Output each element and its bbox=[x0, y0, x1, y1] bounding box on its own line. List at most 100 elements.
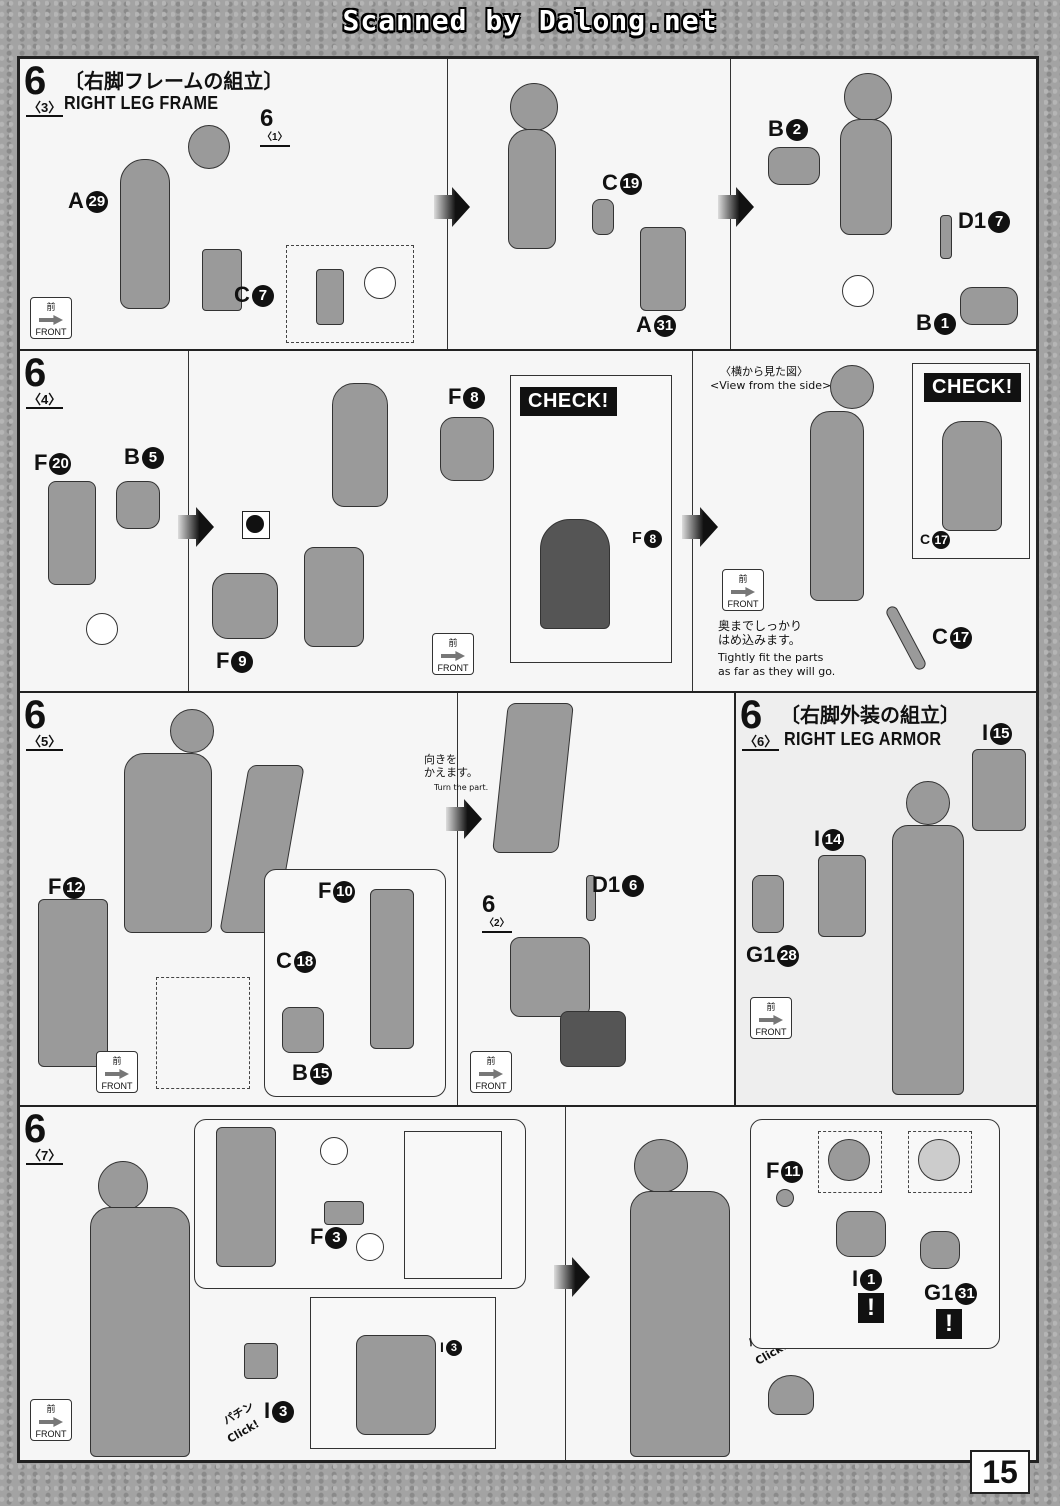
color-indicator bbox=[242, 511, 270, 539]
view-label-jp: 〈横から見た図〉 bbox=[720, 365, 808, 378]
note-jp: 奥までしっかり はめ込みます。 bbox=[718, 619, 803, 647]
divider bbox=[457, 693, 458, 1105]
part-b15 bbox=[282, 1007, 324, 1053]
leg-armor-assembled bbox=[892, 825, 964, 1095]
part-g1-31 bbox=[920, 1231, 960, 1269]
next-arrow-icon bbox=[446, 799, 482, 839]
step-number: 6 bbox=[24, 1107, 47, 1151]
step-sub-number: 〈7〉 bbox=[26, 1148, 64, 1165]
prohibited-icon bbox=[320, 1137, 348, 1165]
part-i3 bbox=[244, 1343, 278, 1379]
foot-sole-part bbox=[560, 1011, 626, 1067]
head-joint-part bbox=[906, 781, 950, 825]
check-label: CHECK! bbox=[924, 373, 1021, 402]
head-joint-part bbox=[830, 365, 874, 409]
view-label-en: <View from the side> bbox=[710, 379, 832, 392]
part-i15 bbox=[972, 749, 1026, 831]
check-detail-part bbox=[540, 519, 610, 629]
leg-frame-part bbox=[332, 383, 388, 507]
step-title-jp: 〔右脚フレームの組立〕 bbox=[64, 69, 284, 93]
part-d16 bbox=[586, 875, 596, 921]
part-f10 bbox=[370, 889, 414, 1049]
head-joint-part bbox=[188, 125, 230, 169]
leg-frame-part bbox=[840, 119, 892, 235]
leg-assembly bbox=[630, 1191, 730, 1457]
part-g1-28 bbox=[752, 875, 784, 933]
part-f8 bbox=[440, 417, 494, 481]
head-joint-part bbox=[98, 1161, 148, 1211]
part-i1 bbox=[836, 1211, 886, 1257]
check-label: CHECK! bbox=[520, 387, 617, 416]
part-a bbox=[640, 227, 686, 311]
thruster-detail bbox=[918, 1139, 960, 1181]
step-sub-number: 〈4〉 bbox=[26, 392, 64, 409]
step-number: 6 bbox=[24, 693, 47, 737]
head-joint-part bbox=[170, 709, 214, 753]
part-f12 bbox=[38, 899, 108, 1067]
part-c bbox=[592, 199, 614, 235]
thruster-detail bbox=[828, 1139, 870, 1181]
thruster-part bbox=[768, 1375, 814, 1415]
prohibited-icon bbox=[356, 1233, 384, 1261]
prohibited-icon bbox=[842, 275, 874, 307]
frame-part-c bbox=[202, 249, 242, 311]
step-title-en: RIGHT LEG ARMOR bbox=[784, 729, 942, 749]
leg-frame-part bbox=[508, 129, 556, 249]
leg-lower-part bbox=[492, 703, 574, 853]
detail-part-i3 bbox=[356, 1335, 436, 1435]
next-arrow-icon bbox=[718, 187, 754, 227]
part-i14 bbox=[818, 855, 866, 937]
step-title-jp: 〔右脚外装の組立〕 bbox=[780, 703, 960, 727]
watermark: Scanned by Dalong.net bbox=[342, 4, 718, 37]
leg-assembly bbox=[90, 1207, 190, 1457]
leg-frame-part bbox=[124, 753, 212, 933]
foot-part bbox=[510, 937, 590, 1017]
instruction-page: 6 〈3〉 〔右脚フレームの組立〕 RIGHT LEG FRAME 6 〈1〉 … bbox=[17, 56, 1039, 1463]
leg-frame-part-a bbox=[120, 159, 170, 309]
turn-note-jp: 向きを かえます。 bbox=[424, 753, 478, 779]
check-detail-part bbox=[942, 421, 1002, 531]
page-number: 15 bbox=[970, 1450, 1030, 1494]
detail-inset bbox=[818, 1131, 882, 1193]
part-c17 bbox=[884, 604, 928, 672]
head-joint-part bbox=[510, 83, 558, 131]
detail-inset bbox=[156, 977, 250, 1089]
head-joint-part bbox=[634, 1139, 688, 1193]
prohibited-icon bbox=[86, 613, 118, 645]
part-frame bbox=[304, 547, 364, 647]
part-b2 bbox=[768, 147, 820, 185]
reference-step-number: 6 bbox=[482, 891, 496, 918]
next-arrow-icon bbox=[434, 187, 470, 227]
turn-note-en: Turn the part. bbox=[434, 783, 489, 792]
step-title-en: RIGHT LEG FRAME bbox=[64, 93, 219, 113]
step-sub-number: 〈6〉 bbox=[742, 734, 780, 751]
next-arrow-icon bbox=[682, 507, 718, 547]
step-number: 6 bbox=[740, 693, 763, 737]
